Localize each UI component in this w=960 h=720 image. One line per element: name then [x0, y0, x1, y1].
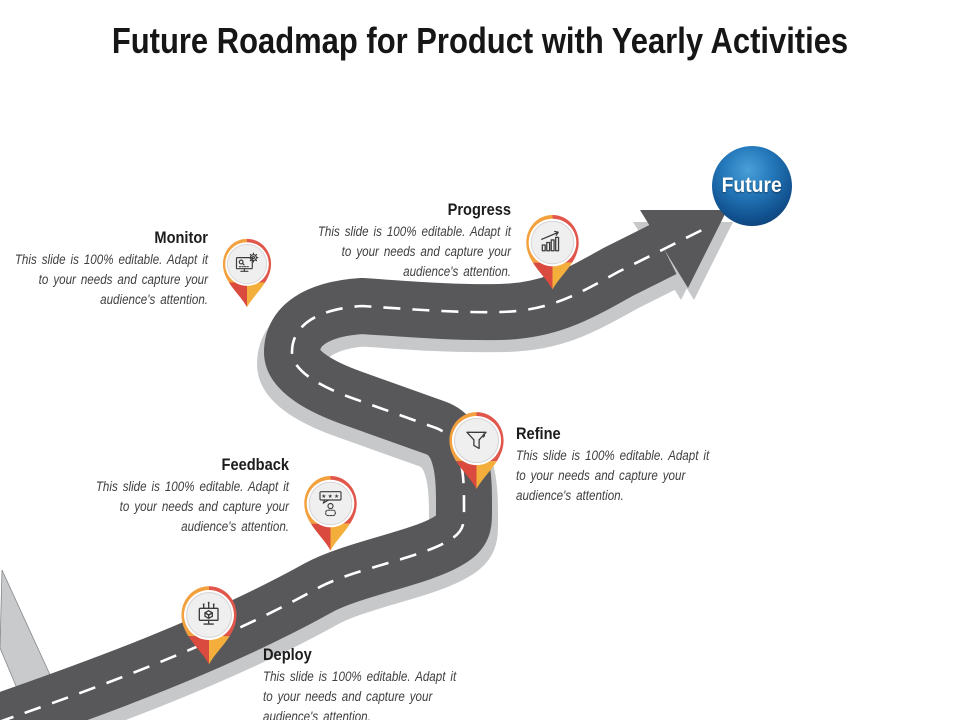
milestone-progress-text: Progress This slide is 100% editable. Ad…	[309, 200, 511, 282]
future-label: Future	[721, 174, 783, 197]
milestone-refine-text: Refine This slide is 100% editable. Adap…	[516, 424, 718, 506]
feedback-label: Feedback	[221, 455, 289, 474]
milestone-monitor-text: Monitor This slide is 100% editable. Ada…	[6, 228, 208, 310]
progress-description: This slide is 100% editable. Adapt it to…	[317, 223, 511, 280]
pin-feedback: ★ ★ ★	[304, 476, 357, 551]
rating-feedback-icon: ★ ★ ★	[319, 491, 342, 517]
pin-refine	[449, 412, 504, 490]
road-center-dashes	[0, 226, 707, 720]
funnel-icon	[466, 431, 487, 450]
svg-text:★: ★	[328, 493, 333, 500]
monitor-gear-icon	[235, 252, 259, 272]
monitor-label: Monitor	[154, 228, 208, 247]
feedback-description: This slide is 100% editable. Adapt it to…	[95, 478, 289, 535]
future-sphere: Future	[712, 146, 792, 226]
bar-chart-arrow-icon	[541, 230, 560, 252]
pin-progress	[526, 215, 579, 290]
monitor-description: This slide is 100% editable. Adapt it to…	[14, 251, 208, 308]
deploy-description: This slide is 100% editable. Adapt it to…	[263, 668, 457, 720]
svg-text:★: ★	[334, 493, 339, 500]
arrowhead	[640, 210, 727, 288]
deploy-box-icon	[198, 601, 219, 625]
refine-description: This slide is 100% editable. Adapt it to…	[516, 447, 710, 504]
refine-label: Refine	[516, 424, 561, 443]
pin-monitor	[222, 238, 272, 308]
milestone-feedback-text: Feedback This slide is 100% editable. Ad…	[87, 455, 289, 537]
pin-deploy	[181, 586, 237, 665]
deploy-label: Deploy	[263, 645, 312, 664]
milestone-deploy-text: Deploy This slide is 100% editable. Adap…	[263, 645, 465, 720]
svg-text:★: ★	[321, 493, 326, 500]
progress-label: Progress	[447, 200, 511, 219]
page-title: Future Roadmap for Product with Yearly A…	[111, 20, 849, 61]
